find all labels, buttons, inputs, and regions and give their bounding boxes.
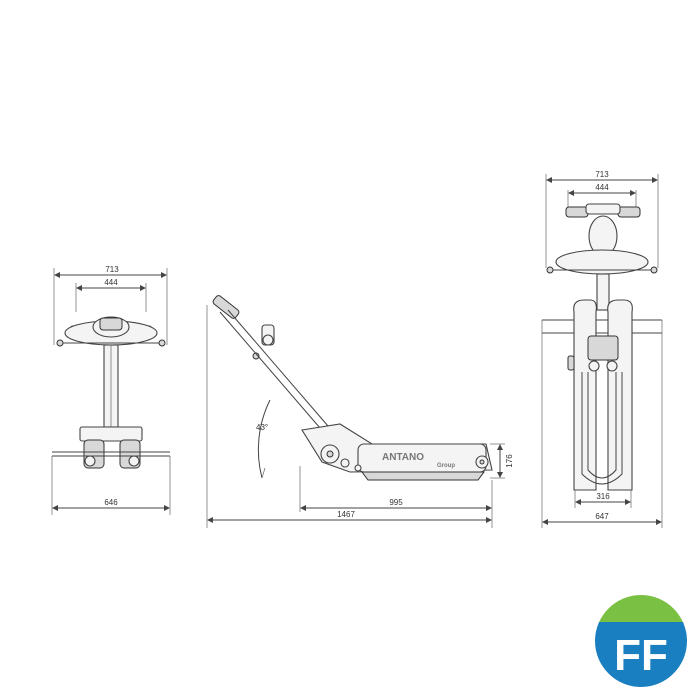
rear-width-713-label: 713 [595,170,609,179]
logo-letters: FF [614,631,668,680]
front-view: 713 444 646 [51,265,171,515]
rear-base-647-label: 647 [595,512,609,521]
front-width-713-label: 713 [105,265,119,274]
brand-name: ANTANO [382,452,424,463]
total-length-1467-label: 1467 [337,510,355,519]
track-gauge-316-label: 316 [596,492,610,501]
rear-width-444-label: 444 [595,183,609,192]
rear-view: 713 444 316 [541,170,663,528]
brand-group: Group [437,463,455,469]
track-height-176-label: 176 [505,454,514,468]
side-view: ANTANO Group 43° 176 995 1467 [206,295,514,528]
angle-43-label: 43° [256,423,268,432]
front-width-444-label: 444 [104,278,118,287]
front-base-646-label: 646 [104,498,118,507]
brand-logo: FF [595,595,687,687]
track-length-995-label: 995 [389,498,403,507]
